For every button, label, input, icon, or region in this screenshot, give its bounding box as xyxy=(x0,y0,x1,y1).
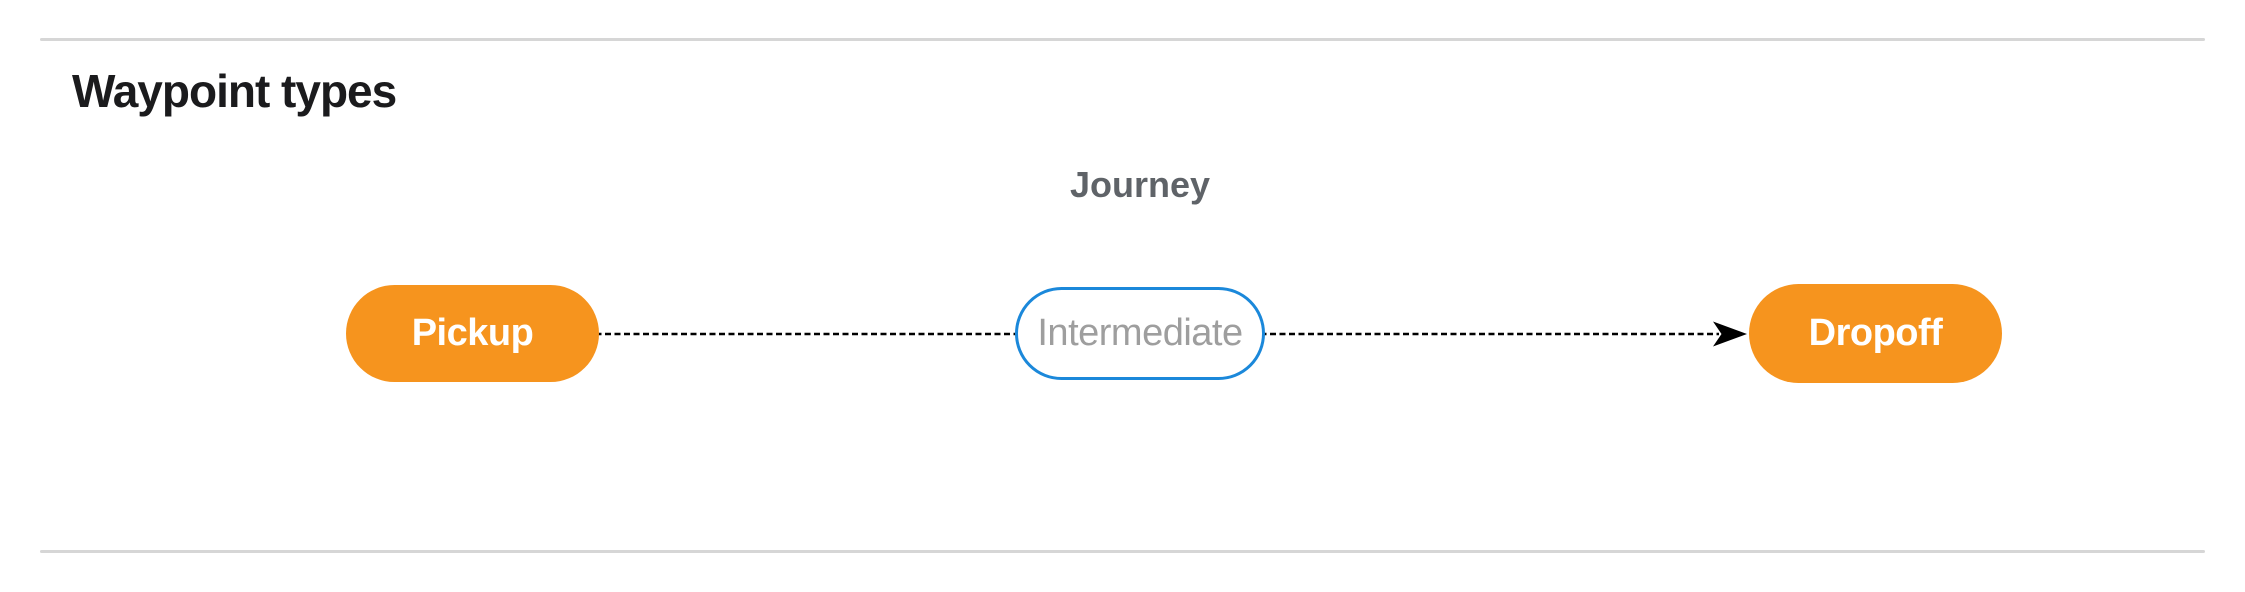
section-title: Waypoint types xyxy=(72,65,397,117)
node-dropoff-label: Dropoff xyxy=(1808,312,1943,354)
diagram-title-journey: Journey xyxy=(1069,164,1211,205)
arrowhead-icon xyxy=(1713,321,1747,347)
node-pickup-label: Pickup xyxy=(411,312,534,354)
node-dropoff: Dropoff xyxy=(1749,284,2002,383)
node-pickup: Pickup xyxy=(346,285,599,382)
node-intermediate: Intermediate xyxy=(1015,287,1265,380)
top-divider xyxy=(40,38,2205,41)
node-intermediate-label: Intermediate xyxy=(1037,312,1243,354)
bottom-divider xyxy=(40,550,2205,553)
